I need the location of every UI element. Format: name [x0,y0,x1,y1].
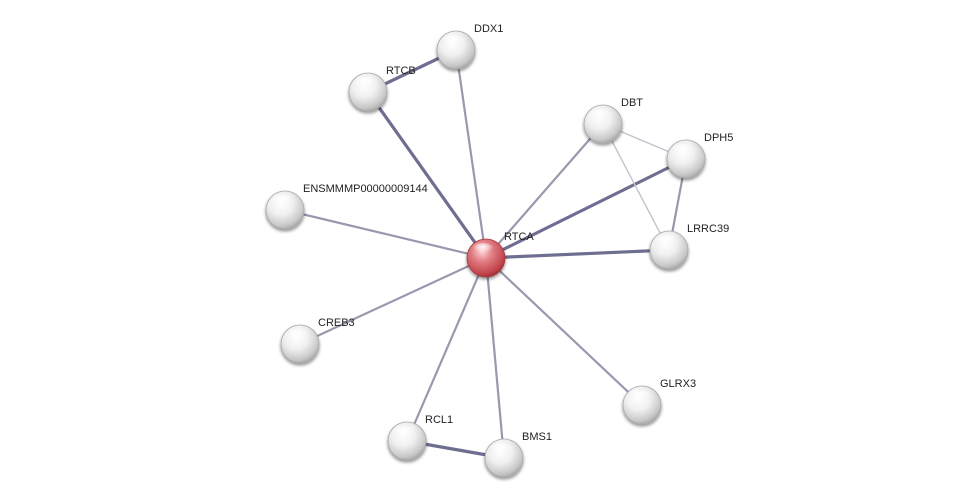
node-rcl1[interactable]: RCL1 [387,414,453,461]
edge-rtca-ensmmmp[interactable] [283,208,488,260]
edge-dbt-lrrc39[interactable] [602,123,670,251]
node-highlight [628,390,650,402]
node-glrx3[interactable]: GLRX3 [622,378,696,425]
node-bms1[interactable]: BMS1 [484,431,552,478]
node-ensmmmp[interactable]: ENSMMMP00000009144 [265,183,428,230]
node-label: ENSMMMP00000009144 [303,183,428,195]
edge-rtca-bms1[interactable] [484,256,506,460]
node-label: RTCA [504,231,534,243]
edge-rtca-rcl1[interactable] [405,256,488,443]
edge-rtca-glrx3[interactable] [484,256,644,407]
node-label: RCL1 [425,414,453,426]
node-highlight [271,195,293,207]
node-creb3[interactable]: CREB3 [280,317,355,364]
node-highlight [393,426,415,438]
node-ddx1[interactable]: DDX1 [436,23,503,70]
node-lrrc39[interactable]: LRRC39 [649,223,729,270]
node-label: DBT [621,97,643,109]
node-highlight [490,443,512,455]
node-highlight [442,35,464,47]
node-highlight [472,243,494,255]
node-label: CREB3 [318,317,355,329]
node-label: RTCB [386,65,416,77]
edge-rtca-dbt[interactable] [484,122,605,260]
node-highlight [286,329,308,341]
edge-rtca-creb3[interactable] [298,256,488,346]
node-rtca[interactable]: RTCA [466,231,534,278]
edge-rtca-dph5[interactable] [484,157,688,260]
node-rtcb[interactable]: RTCB [348,65,416,112]
node-highlight [354,77,376,89]
node-label: DDX1 [474,23,503,35]
node-label: BMS1 [522,431,552,443]
node-dph5[interactable]: DPH5 [666,132,733,179]
node-highlight [655,235,677,247]
node-highlight [589,109,611,121]
node-label: DPH5 [704,132,733,144]
node-label: GLRX3 [660,378,696,390]
node-dbt[interactable]: DBT [583,97,643,144]
node-highlight [672,144,694,156]
edge-rtca-rtcb[interactable] [366,90,488,260]
edge-rtca-lrrc39[interactable] [484,248,671,260]
node-label: LRRC39 [687,223,729,235]
edge-rtca-ddx1[interactable] [454,48,488,260]
